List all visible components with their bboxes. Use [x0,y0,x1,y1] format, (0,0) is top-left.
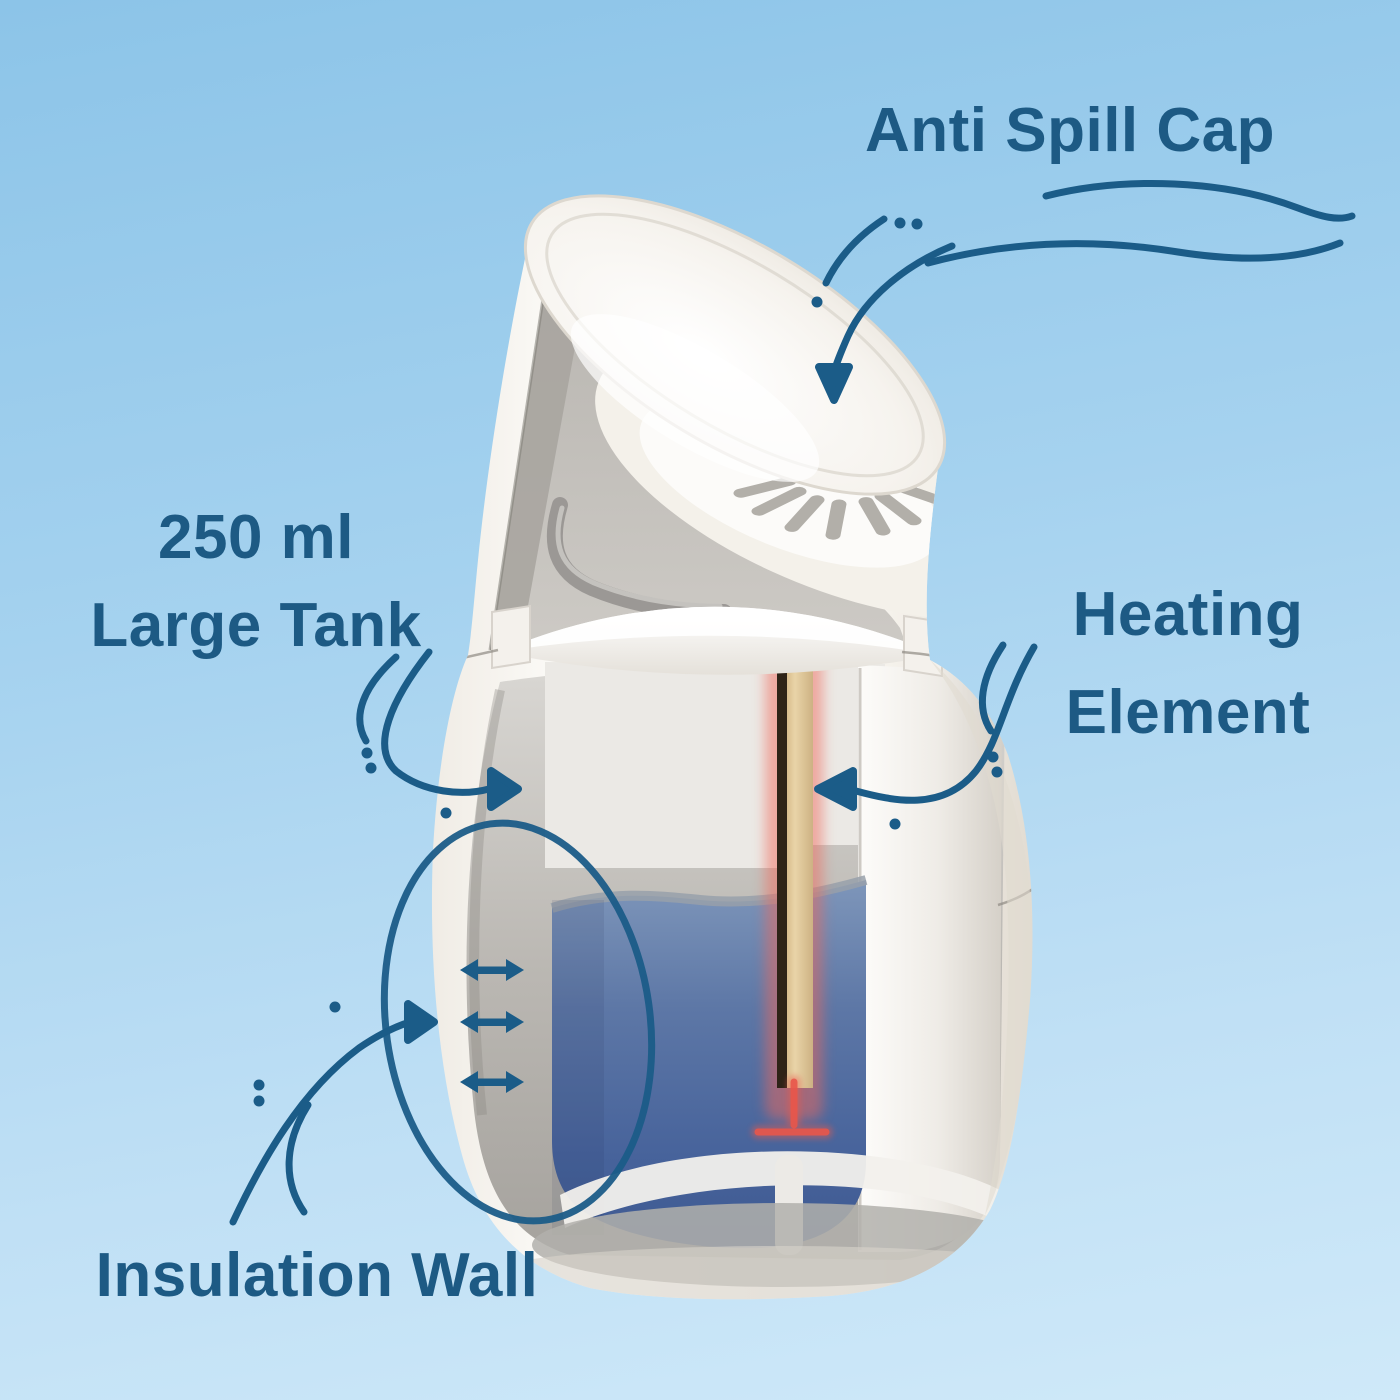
insulation-gap-arrows [460,959,524,1093]
base-strut [560,1151,1000,1228]
label-large-tank-line1: 250 ml [157,503,355,572]
heater-probe [751,1075,833,1139]
insulation-highlight-ellipse [380,819,656,1225]
inner-cup-wall [858,665,1002,1252]
annotations [229,180,1356,1226]
anti-spill-arrow [811,180,1356,404]
tank-lid-top [498,606,938,655]
lid-tab-left [491,604,531,670]
water-cut-face [552,900,604,1235]
label-anti-spill-cap: Anti Spill Cap [865,96,1275,165]
cut-edge-line [488,245,553,651]
accent-dots [361,747,452,819]
label-heating-element: Heating Element [938,566,1400,762]
chamber-left-shadow [469,688,505,1116]
cutaway-shadow-wedge [490,246,585,650]
shell-right-shading [930,660,1033,1215]
heating-rod-stripe [777,645,787,1088]
anti-spill-cap-bowl [523,194,947,496]
tank-arrow [356,648,522,819]
accent-dots [253,1001,341,1107]
steam-swish [924,239,1344,267]
label-heating-element-line2: Element [1065,678,1311,747]
accent-dots [811,217,923,308]
label-large-tank-line2: Large Tank [90,591,422,660]
label-heating-element-line1: Heating [1072,580,1304,649]
heating-arrow [814,641,1038,830]
tank-back-wall [545,662,885,868]
label-insulation-wall: Insulation Wall [95,1241,539,1310]
steam-swish [1042,180,1356,222]
label-large-tank: 250 ml Large Tank [6,494,506,670]
accent-dots [889,751,1003,830]
insulation-arrow [229,1000,438,1226]
